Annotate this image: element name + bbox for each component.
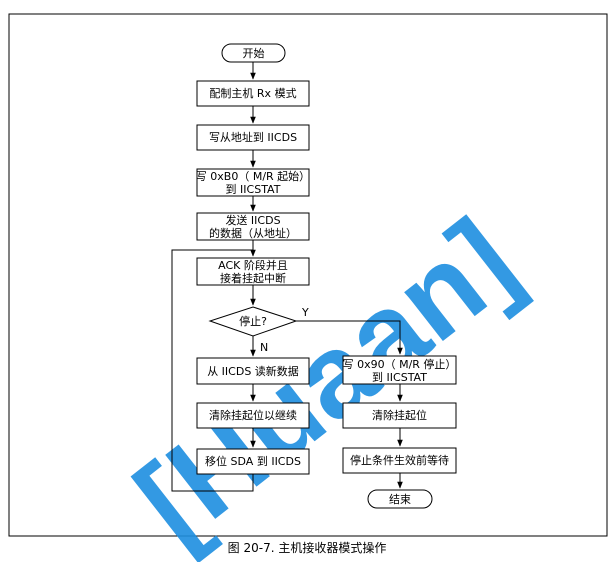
write-slave-addr-label: 写从地址到 IICDS [209,130,297,144]
send-iicds-label-line2: 的数据（从地址） [209,226,297,240]
write-slave-addr-node: 写从地址到 IICDS [196,124,310,151]
write-0xb0-label-line2: 到 IICSTAT [226,183,281,196]
read-new-data-label: 从 IICDS 读新数据 [207,364,299,378]
watermark: [Huaan] [113,194,540,562]
config-master-rx-node: 配制主机 Rx 模式 [196,80,310,107]
write-0xb0-label-line1: 写 0xB0（ M/R 起始） [196,169,310,183]
shift-sda-node: 移位 SDA 到 IICDS [196,448,310,475]
clear-pending-node: 清除挂起位 [342,402,457,429]
branch-yes-label: Y [301,306,309,319]
read-new-data-node: 从 IICDS 读新数据 [196,357,310,385]
send-iicds-node: 发送 IICDS 的数据（从地址） [196,212,310,241]
start-node: 开始 [221,43,286,63]
config-master-rx-label: 配制主机 Rx 模式 [209,86,296,100]
end-node: 结束 [367,489,433,509]
stop-decision-label: 停止? [239,314,267,328]
write-0x90-label-line2: 到 IICSTAT [372,371,427,384]
connectors [171,62,403,492]
ack-interrupt-label-line2: 接着挂起中断 [220,271,286,285]
figure-frame [8,13,608,537]
figure-caption: 图 20-7. 主机接收器模式操作 [228,540,387,555]
branch-no-label: N [260,341,268,354]
ack-interrupt-node: ACK 阶段并且 接着挂起中断 [196,257,310,286]
shift-sda-label: 移位 SDA 到 IICDS [205,454,301,468]
watermark-text: [Huaan] [113,194,540,562]
wait-stop-label: 停止条件生效前等待 [350,453,449,467]
end-label: 结束 [389,493,411,506]
clear-pending-continue-label: 清除挂起位以继续 [209,408,297,422]
stop-decision-node: 停止? [208,306,298,337]
clear-pending-continue-node: 清除挂起位以继续 [196,402,310,429]
ack-interrupt-label-line1: ACK 阶段并且 [218,258,288,272]
send-iicds-label-line1: 发送 IICDS [225,213,280,227]
clear-pending-label: 清除挂起位 [372,408,427,422]
wait-stop-node: 停止条件生效前等待 [342,447,457,474]
start-label: 开始 [243,46,265,60]
write-0x90-label-line1: 写 0x90（ M/R 停止） [343,357,457,371]
edge-decision-yes [296,320,403,355]
write-0xb0-node: 写 0xB0（ M/R 起始） 到 IICSTAT [196,168,310,197]
edge-loop-back [171,249,254,492]
write-0x90-node: 写 0x90（ M/R 停止） 到 IICSTAT [342,355,457,385]
